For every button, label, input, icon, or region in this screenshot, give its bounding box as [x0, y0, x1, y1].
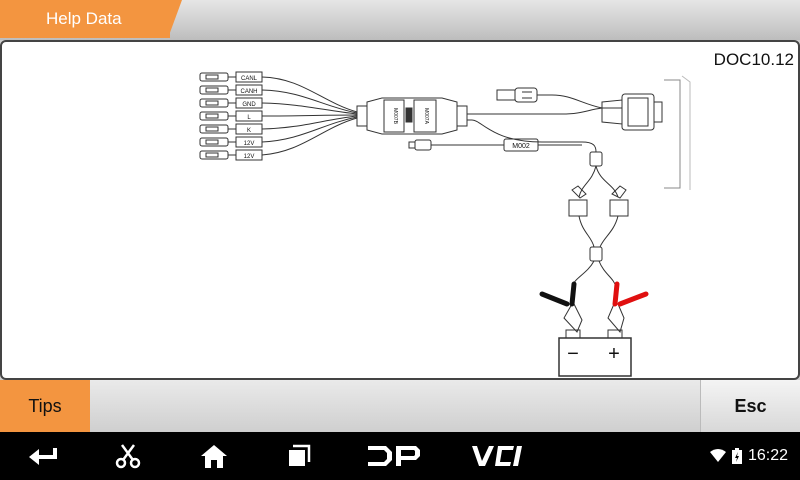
vehicle-bracket: [664, 79, 681, 189]
lead-label-canl: CANL: [241, 76, 258, 82]
battery-icon: [731, 448, 742, 464]
lead-label-k: K: [247, 128, 251, 134]
tips-button[interactable]: Tips: [0, 380, 90, 432]
cable-tag-m002: M002: [512, 143, 530, 150]
lead-label-gnd: GND: [242, 102, 256, 108]
document-id: DOC10.12: [713, 50, 794, 69]
dp-icon[interactable]: [366, 432, 422, 480]
y-split-cable: [568, 165, 629, 288]
title-tab-tail: [168, 0, 182, 38]
usb-plug: [496, 87, 603, 109]
back-icon[interactable]: [26, 432, 60, 480]
battery: [558, 329, 632, 377]
recent-apps-icon[interactable]: [284, 432, 314, 480]
connector-label-m007b: M007B: [392, 108, 398, 125]
system-nav-bar: 16:22: [0, 432, 800, 480]
scissors-icon[interactable]: [112, 432, 144, 480]
help-content-panel: DOC10.12: [0, 40, 800, 380]
positive-clip-handle: [617, 291, 649, 307]
lead-label-12v-b: 12V: [244, 154, 255, 160]
lead-label-canh: CANH: [240, 89, 257, 95]
title-bar: Help Data: [0, 0, 800, 40]
m007-connector: [356, 97, 468, 135]
power-cable: [408, 119, 603, 167]
connector-label-m007a: M007A: [423, 108, 429, 125]
lead-label-12v-a: 12V: [244, 141, 255, 147]
connection-diagram: CANL CANH GND L K 12V 12V M002 M007B M00…: [199, 71, 691, 377]
lead-label-l: L: [247, 115, 251, 121]
clock: 16:22: [747, 447, 788, 464]
page-title: Help Data: [0, 0, 170, 38]
negative-clip-handle: [539, 291, 570, 307]
lead-plugs: [199, 72, 229, 160]
lead-wires: [228, 76, 358, 156]
status-area: 16:22: [709, 432, 788, 480]
vci-icon[interactable]: [470, 432, 526, 480]
esc-button[interactable]: Esc: [700, 380, 800, 432]
battery-negative-sign: −: [567, 343, 579, 365]
home-icon[interactable]: [198, 432, 230, 480]
bottom-toolbar: Tips Esc: [0, 380, 800, 432]
battery-positive-sign: +: [608, 343, 620, 365]
obd-connector: [601, 93, 663, 131]
wifi-icon: [709, 449, 726, 462]
main-cable: [467, 107, 622, 115]
